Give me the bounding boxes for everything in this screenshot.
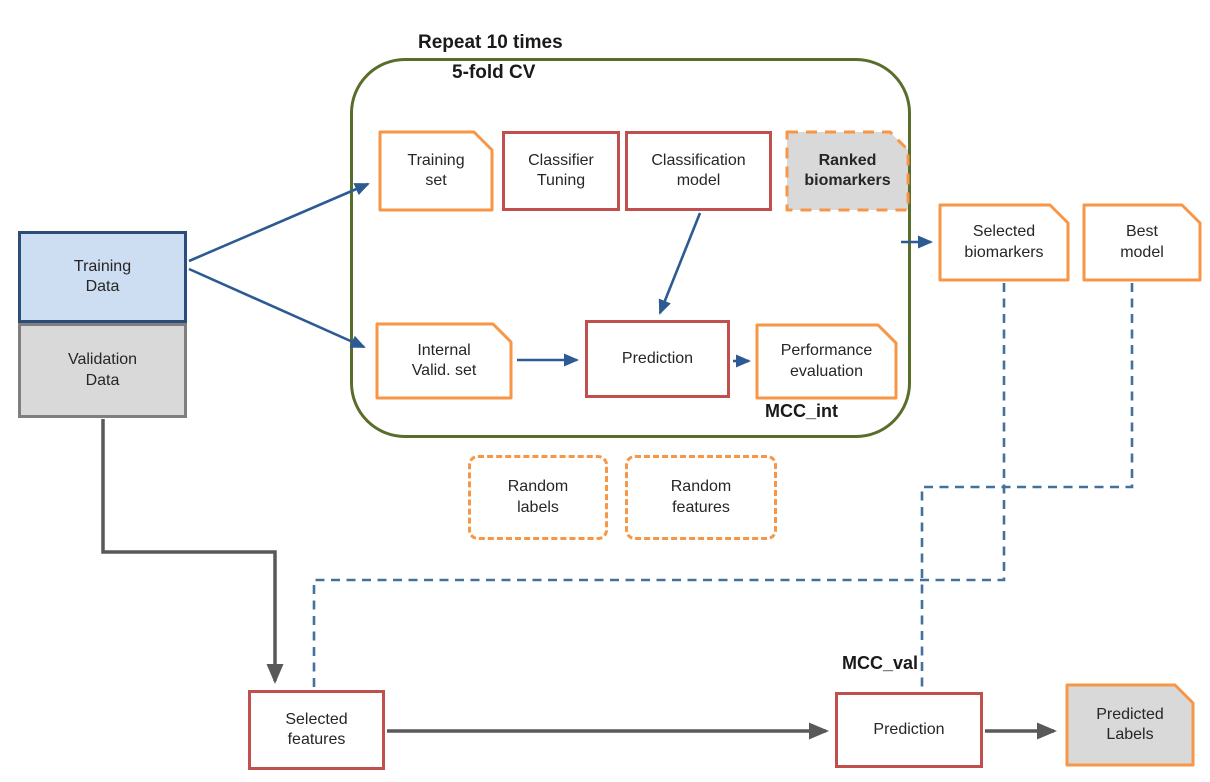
document-shape bbox=[1082, 203, 1202, 282]
training-set-node: Training set bbox=[378, 130, 494, 212]
prediction-validation-label: Prediction bbox=[873, 720, 945, 738]
internal-valid-set-node: Internal Valid. set bbox=[375, 322, 513, 400]
selected-biomarkers-node: Selected biomarkers bbox=[938, 203, 1070, 282]
five-fold-cv-label: 5-fold CV bbox=[452, 62, 536, 83]
performance-evaluation-node: Performance evaluation bbox=[755, 323, 898, 400]
training-data-node: Training Data bbox=[18, 231, 187, 323]
best-model-label: Best bbox=[1125, 223, 1158, 241]
validation-data-node: Validation Data bbox=[18, 323, 187, 418]
mcc-val-label: MCC_val bbox=[841, 653, 918, 673]
document-shape bbox=[1065, 683, 1195, 767]
document-shape bbox=[785, 130, 910, 212]
document-shape bbox=[938, 203, 1070, 282]
selected-features-node: Selected features bbox=[248, 690, 385, 770]
predicted-labels-label: Predicted bbox=[1096, 705, 1164, 723]
classifier-tuning-label: Classifier bbox=[528, 151, 594, 169]
prediction-internal-node: Prediction bbox=[585, 320, 730, 398]
predicted-labels-node: Predicted Labels bbox=[1065, 683, 1195, 767]
dashed-best-model-to-prediction bbox=[920, 283, 1134, 690]
classification-model-label: Classification bbox=[651, 151, 746, 169]
mcc-int-label: MCC_int bbox=[765, 401, 838, 421]
random-features-label: Random bbox=[670, 478, 732, 496]
classification-model-node: Classification model bbox=[625, 131, 772, 211]
ranked-biomarkers-label: Ranked bbox=[818, 151, 877, 169]
ranked-biomarkers-node: Ranked biomarkers bbox=[785, 130, 910, 212]
internal-valid-set-label: Internal bbox=[417, 341, 471, 359]
arrow-training-data-to-training-set bbox=[188, 182, 370, 263]
training-data-label: Training bbox=[73, 257, 132, 275]
best-model-node: Best model bbox=[1082, 203, 1202, 282]
prediction-internal-label: Prediction bbox=[621, 349, 694, 367]
selected-biomarkers-label: Selected bbox=[972, 223, 1036, 241]
validation-data-label: Validation bbox=[67, 351, 138, 369]
repeat-10-times-label: Repeat 10 times bbox=[418, 32, 563, 53]
training-set-label: Training bbox=[407, 151, 465, 169]
document-shape bbox=[378, 130, 494, 212]
classifier-tuning-node: Classifier Tuning bbox=[502, 131, 620, 211]
prediction-validation-node: Prediction bbox=[835, 692, 983, 768]
random-labels-label: Random bbox=[507, 478, 569, 496]
arrow-training-data-to-internal-valid-set bbox=[188, 267, 366, 349]
random-features-node: Random features bbox=[625, 455, 777, 540]
random-labels-node: Random labels bbox=[468, 455, 608, 540]
performance-evaluation-label: Performance bbox=[780, 342, 873, 360]
arrow-validation-data-to-selected-features bbox=[101, 419, 284, 684]
selected-features-label: Selected bbox=[285, 710, 348, 728]
